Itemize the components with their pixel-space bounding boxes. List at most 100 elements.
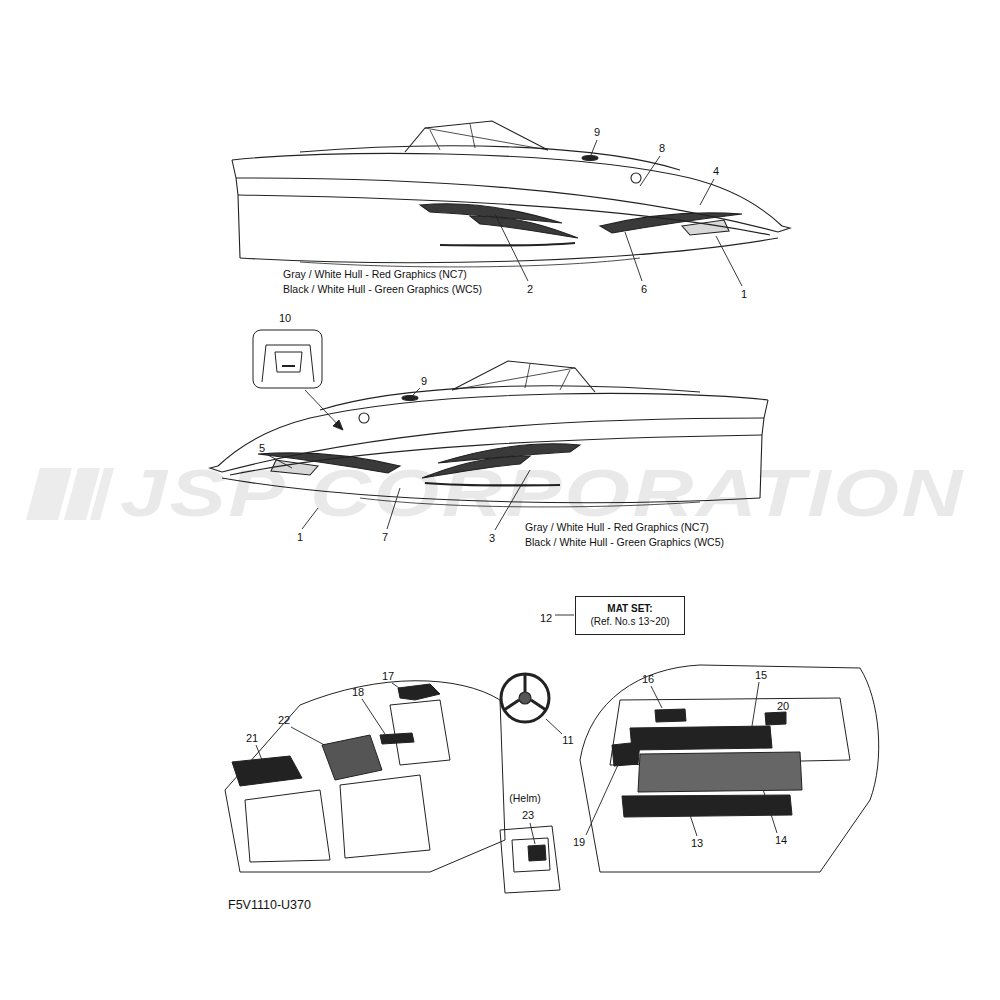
callout-number: 16 <box>642 673 654 686</box>
boat-side-view <box>232 121 790 267</box>
leader-line <box>651 686 662 708</box>
stern-outline <box>580 665 879 872</box>
callout-number: 22 <box>278 714 290 727</box>
chine-line <box>300 258 640 267</box>
helm-view <box>500 826 560 893</box>
steering-wheel <box>501 674 549 722</box>
mat <box>380 733 414 744</box>
callout-number: 12 <box>540 612 552 625</box>
leader-line <box>690 815 697 836</box>
hull-graphic <box>470 216 578 238</box>
leader-line <box>700 179 714 205</box>
helm-recess <box>512 838 550 872</box>
callout-number: 13 <box>691 837 703 850</box>
bow-cockpit-view <box>225 681 505 872</box>
mat <box>528 845 546 861</box>
logo-slash <box>26 468 72 520</box>
wheel-spokes <box>504 675 546 710</box>
windshield-frame <box>425 124 548 150</box>
callout-number: 8 <box>659 142 665 155</box>
hull-vent <box>682 220 729 235</box>
leader-line <box>362 699 385 734</box>
cockpit-outline <box>225 681 505 872</box>
bow-tip <box>778 226 790 232</box>
gunwale-line <box>232 153 782 226</box>
callout-number: 7 <box>382 531 388 544</box>
leader-line <box>412 388 420 396</box>
box-text: (Ref. No.s 13~20) <box>588 615 672 629</box>
callout-number: 21 <box>246 732 258 745</box>
mat <box>765 712 786 725</box>
callout-number: (Helm) <box>509 792 541 804</box>
callout-number: 19 <box>573 836 585 849</box>
leader-line <box>256 745 262 760</box>
caption-text: F5V1110-U370 <box>228 898 311 912</box>
caption-text: Black / White Hull - Green Graphics (WC5… <box>525 536 724 548</box>
logo-badge <box>582 156 598 161</box>
porthole <box>631 173 641 183</box>
mat <box>630 726 772 750</box>
windshield <box>405 121 548 152</box>
helm-panel <box>500 826 560 893</box>
mat <box>398 684 440 700</box>
callout-number: 1 <box>741 288 747 301</box>
callout-number: 3 <box>489 532 495 545</box>
wheel-hub <box>519 692 531 704</box>
watermark-logo <box>26 468 114 520</box>
mat <box>232 756 302 786</box>
leader-line <box>555 615 574 616</box>
callout-number: 2 <box>527 283 533 296</box>
watermark: JSP CORPORATION <box>120 456 965 532</box>
arrowhead <box>333 420 343 430</box>
mat-set-box: MAT SET:(Ref. No.s 13~20) <box>575 596 685 635</box>
leader-line <box>640 156 660 186</box>
callout-number: 9 <box>421 375 427 388</box>
strake <box>440 243 575 246</box>
wheel-rim <box>501 674 549 722</box>
callout-number: 11 <box>562 734 573 747</box>
leader-line <box>716 236 742 286</box>
leader-line <box>625 232 642 281</box>
caption-text: Black / White Hull - Green Graphics (WC5… <box>283 283 482 295</box>
inset-frame <box>253 330 322 388</box>
mat <box>655 709 686 722</box>
seat <box>245 790 330 862</box>
logo-slash <box>90 468 114 520</box>
leader-line <box>495 214 528 281</box>
inset-detail <box>253 330 322 388</box>
mat <box>322 735 382 780</box>
inset-decal <box>282 365 295 367</box>
stern-deck-view <box>580 665 879 872</box>
leader-line <box>305 390 343 430</box>
callout-number: 1 <box>297 531 303 544</box>
deck-line <box>300 146 680 170</box>
caption-text: Gray / White Hull - Red Graphics (NC7) <box>283 268 467 280</box>
callout-number: 17 <box>382 670 394 683</box>
transom <box>232 160 240 258</box>
inset-panel <box>275 352 302 372</box>
leader-line <box>591 140 597 155</box>
callout-number: 10 <box>279 312 291 325</box>
callout-number: 5 <box>259 442 265 455</box>
hull-line <box>238 195 770 235</box>
callout-number: 18 <box>352 686 364 699</box>
callout-number: 6 <box>641 283 647 296</box>
leader-line <box>530 823 535 844</box>
mat <box>638 752 802 792</box>
console <box>390 700 450 765</box>
box-heading: MAT SET: <box>588 602 672 616</box>
leader-line <box>546 719 562 734</box>
callout-number: 14 <box>775 834 787 847</box>
callout-number: 15 <box>755 669 767 682</box>
mat <box>622 795 792 817</box>
mat <box>612 742 640 766</box>
callout-number: 9 <box>594 126 600 139</box>
callout-number: 4 <box>713 165 719 178</box>
inset-stern <box>262 345 314 382</box>
sheer-line <box>236 178 778 232</box>
leader-line <box>752 682 759 726</box>
callout-number: 20 <box>777 700 789 713</box>
callout-number: 23 <box>522 809 534 822</box>
seat <box>340 775 430 858</box>
